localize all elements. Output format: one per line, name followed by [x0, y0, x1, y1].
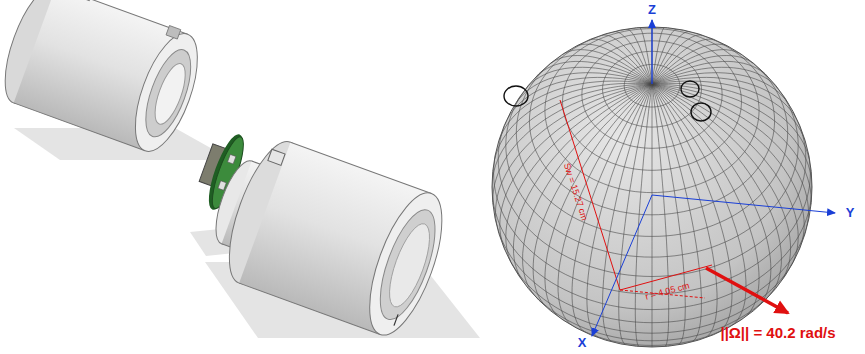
grid-line [652, 84, 717, 338]
grid-line [652, 56, 755, 85]
grid-line [500, 84, 652, 250]
grid-line [652, 84, 798, 266]
grid-line [652, 84, 669, 346]
housing-ring [0, 0, 214, 159]
grid-line [523, 84, 652, 294]
grid-line [561, 319, 652, 346]
axis-label: Y [846, 206, 855, 220]
grid-line [652, 39, 717, 84]
grid-line [494, 83, 652, 163]
main-cylinder [197, 127, 457, 344]
axis-label: X [578, 336, 587, 350]
grid-line [652, 77, 799, 123]
grid-line [549, 56, 652, 85]
grid-line [652, 84, 812, 187]
grid-line [506, 84, 652, 266]
grid-line [652, 32, 690, 85]
grid-line [508, 258, 652, 334]
grid-line [652, 83, 810, 163]
omega-arrow [706, 268, 788, 313]
grid-line [652, 84, 781, 294]
axis-label: Z [648, 3, 656, 17]
grid-line [652, 44, 728, 84]
grid-line [652, 29, 678, 84]
grid-line [529, 290, 652, 341]
sphere-holes [504, 81, 711, 121]
grid-line [652, 84, 653, 347]
grid-line [652, 81, 805, 141]
grid-line [652, 50, 742, 85]
grid-line [587, 84, 652, 338]
grid-line [496, 84, 653, 228]
grid-line [652, 28, 664, 85]
grid-line [652, 61, 767, 84]
grid-line [652, 84, 804, 250]
grid-line [499, 81, 652, 141]
grid-line [533, 84, 652, 307]
axes [592, 20, 835, 336]
grid-line [652, 84, 685, 345]
grid-line [652, 84, 771, 307]
grid-line [525, 67, 652, 89]
grid-line [652, 84, 809, 228]
grid-line [652, 84, 701, 342]
angular-velocity-label: ||Ω|| = 40.2 rad/s [720, 325, 835, 342]
grid-line [652, 67, 779, 89]
grid-line [614, 32, 652, 85]
grid-line [652, 84, 791, 281]
